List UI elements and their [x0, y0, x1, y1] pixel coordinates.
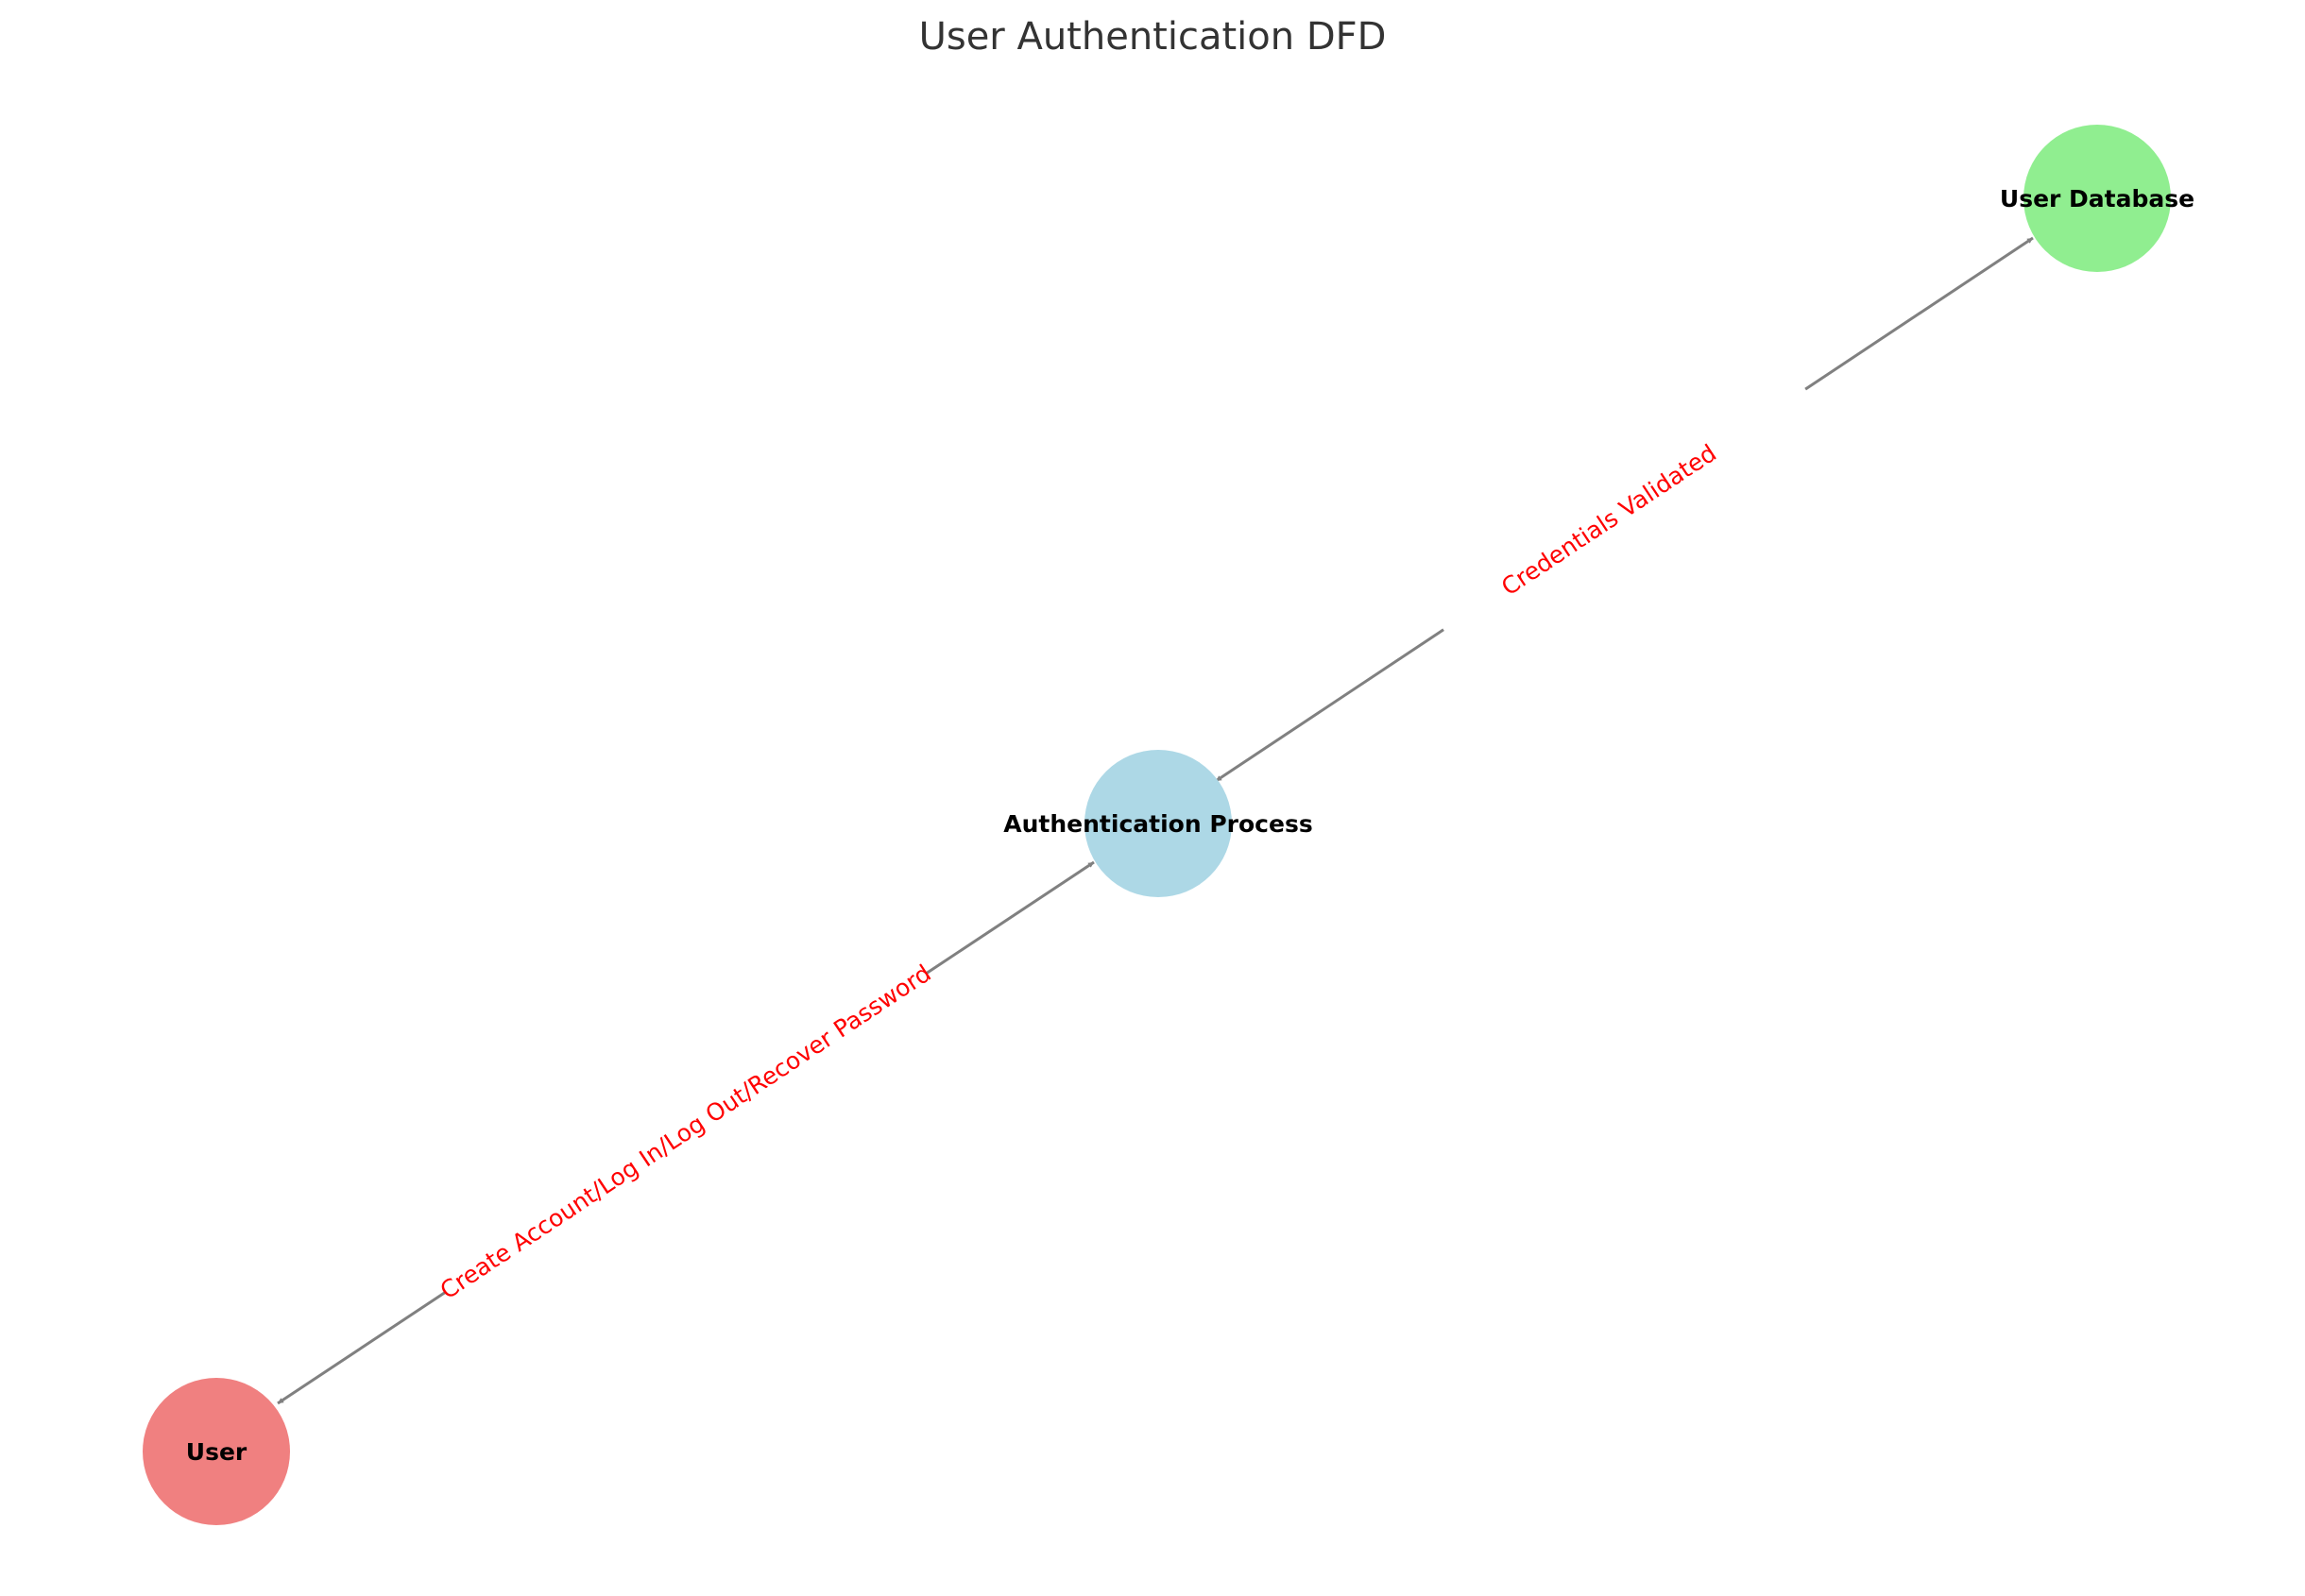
edge-label-auth-db-overlap: Credentials Validated — [1496, 439, 1721, 602]
edge-label-user-auth-bg — [435, 959, 936, 1306]
node-db-circle — [2023, 125, 2171, 272]
node-auth-circle — [1084, 750, 1232, 897]
node-auth-label: Authentication Process — [1003, 810, 1312, 838]
edge-label-auth-db-group: Store Credentials Credentials Validated — [1434, 375, 1816, 645]
node-db-label: User Database — [2000, 185, 2194, 212]
edge-label-user-auth-group: Create Account/Log In/Log Out/Recover Pa… — [435, 959, 936, 1306]
diagram-title: User Authentication DFD — [919, 15, 1387, 59]
edge-label-user-auth: Create Account/Log In/Log Out/Recover Pa… — [435, 959, 936, 1304]
node-user-label: User — [186, 1438, 248, 1466]
node-authentication-process: Authentication Process — [1003, 750, 1313, 897]
node-user-circle — [143, 1378, 290, 1525]
edge-label-overlap-bg — [1497, 433, 1729, 603]
node-user: User — [143, 1378, 290, 1525]
node-user-database: User Database — [2000, 125, 2194, 272]
